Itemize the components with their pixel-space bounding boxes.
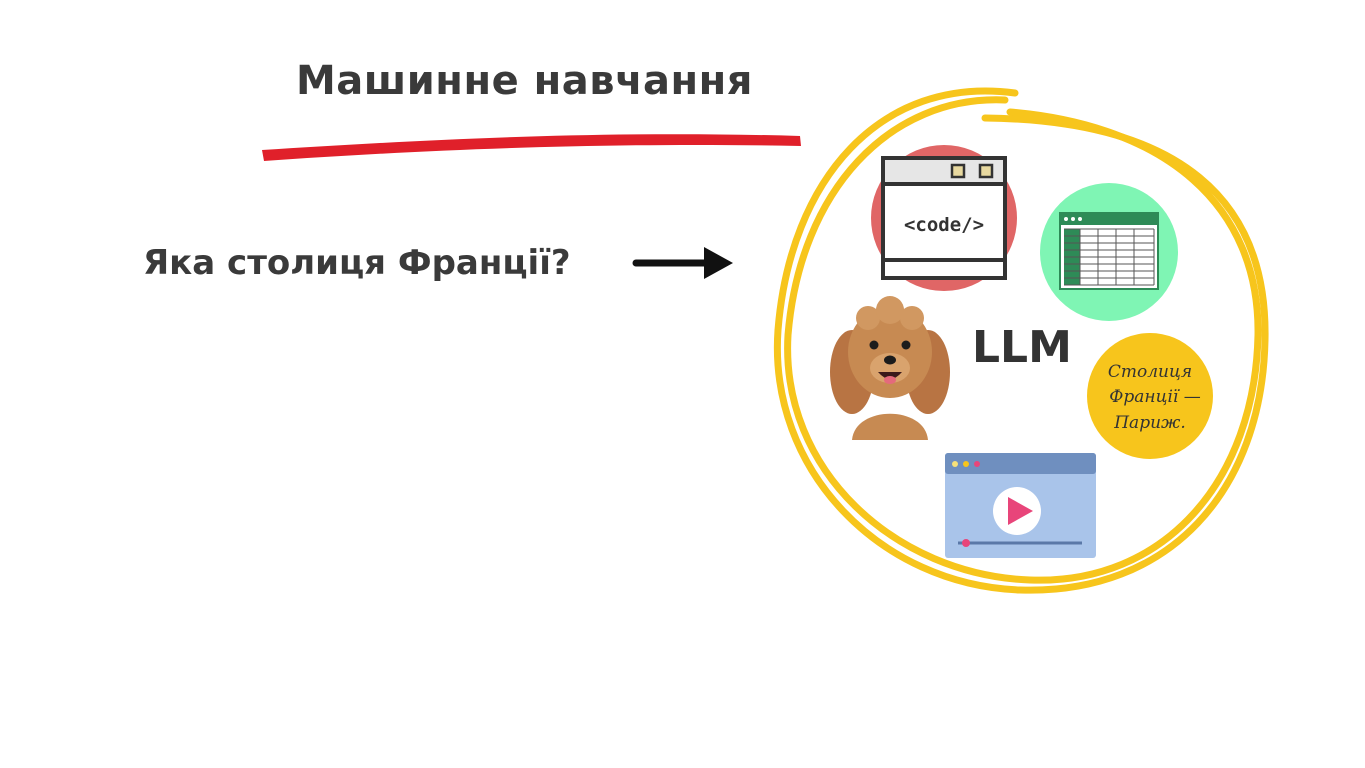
answer-line-1: Столиця (1108, 362, 1192, 382)
llm-label: LLM (972, 322, 1072, 373)
code-window-icon: <code/> (871, 145, 1017, 291)
answer-line-2: Франції — (1109, 387, 1200, 407)
answer-bubble: Столиця Франції — Париж. (1087, 333, 1213, 459)
spreadsheet-icon (1040, 183, 1178, 321)
arrow-icon (632, 247, 733, 279)
code-window-label: <code/> (904, 214, 984, 236)
title-underline (262, 134, 801, 161)
slide-title: Машинне навчання (296, 58, 753, 104)
dog-photo (830, 296, 950, 440)
answer-line-3: Париж. (1113, 413, 1186, 433)
video-player-icon (945, 453, 1096, 558)
question-text: Яка столиця Франції? (143, 243, 571, 283)
model-ring (773, 87, 1269, 594)
